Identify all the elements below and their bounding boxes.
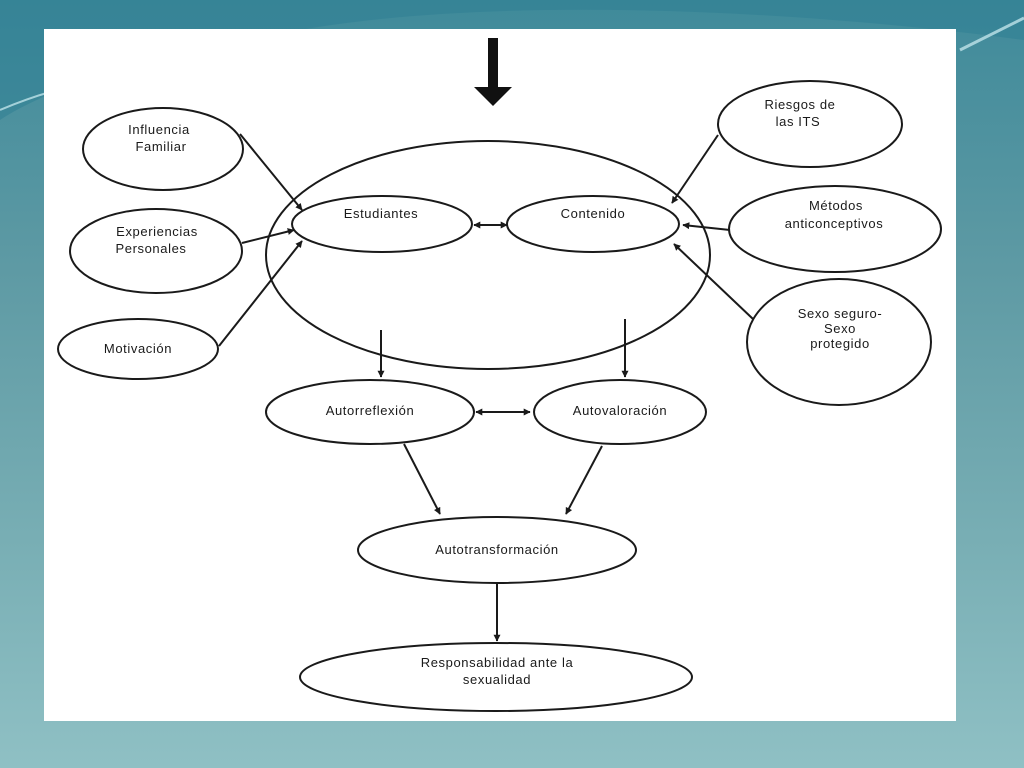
node-riesgos: Riesgos de las ITS (717, 80, 903, 168)
label-contenido: Contenido (561, 206, 626, 221)
label-riesgos-2: las ITS (776, 114, 821, 129)
label-motivacion: Motivación (104, 341, 172, 356)
node-contenido: Contenido (506, 195, 680, 253)
edge-sexo-contenido (673, 243, 754, 320)
node-estudiantes: Estudiantes (291, 195, 473, 253)
label-metodos-1: Métodos (809, 198, 863, 213)
right-accent-line (959, 16, 1024, 52)
label-autovaloracion: Autovaloración (573, 403, 667, 418)
edge-metodos-contenido (682, 222, 731, 231)
label-responsabilidad-2: sexualidad (463, 672, 531, 687)
label-sexo-2: Sexo (824, 321, 856, 336)
node-motivacion: Motivación (57, 318, 219, 380)
edge-experiencias-estudiantes (241, 228, 295, 244)
label-autotransformacion: Autotransformación (435, 542, 559, 557)
label-influencia-2: Familiar (135, 139, 186, 154)
edge-autovaloracion-autotransformacion (565, 445, 603, 515)
edge-riesgos-contenido (671, 134, 719, 204)
label-experiencias-1: Experiencias (116, 224, 198, 239)
label-influencia-1: Influencia (128, 122, 190, 137)
node-autotransformacion: Autotransformación (357, 516, 637, 584)
edge-autorreflexion-autotransformacion (403, 443, 441, 515)
edge-influencia-estudiantes (239, 133, 303, 211)
top-arrow-icon (474, 38, 512, 106)
node-autorreflexion: Autorreflexión (265, 379, 475, 445)
label-autorreflexion: Autorreflexión (326, 403, 415, 418)
label-estudiantes: Estudiantes (344, 206, 419, 221)
node-responsabilidad: Responsabilidad ante la sexualidad (299, 642, 693, 712)
label-sexo-3: protegido (810, 336, 870, 351)
central-group-ellipse (265, 140, 711, 370)
label-sexo-1: Sexo seguro- (798, 306, 883, 321)
node-metodos: Métodos anticonceptivos (728, 185, 942, 273)
label-metodos-2: anticonceptivos (785, 216, 884, 231)
label-responsabilidad-1: Responsabilidad ante la (421, 655, 574, 670)
label-riesgos-1: Riesgos de (764, 97, 835, 112)
label-experiencias-2: Personales (115, 241, 186, 256)
edge-motivacion-estudiantes (218, 240, 303, 347)
node-autovaloracion: Autovaloración (533, 379, 707, 445)
